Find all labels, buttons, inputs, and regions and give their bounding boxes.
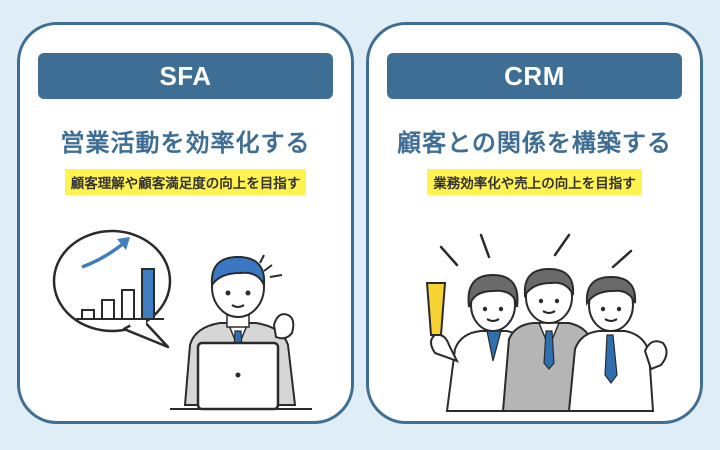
sfa-highlight-text: 顧客理解や顧客満足度の向上を目指す [64,169,307,195]
excitement-lines [439,233,633,269]
sfa-headline: 営業活動を効率化する [60,129,311,157]
crm-card: CRM 顧客との関係を構築する 業務効率化や売上の向上を目指す [366,22,703,424]
team-member-right [567,275,668,412]
laptop-icon [170,341,312,411]
crm-highlight-text: 業務効率化や売上の向上を目指す [427,169,642,195]
sfa-card: SFA 営業活動を効率化する 顧客理解や顧客満足度の向上を目指す [17,22,354,424]
growth-bar-chart [76,268,164,320]
chart-bar [81,309,95,320]
crm-headline: 顧客との関係を構築する [397,129,672,157]
crm-illustration [425,233,668,412]
chart-bar [101,299,115,320]
chart-bar [121,289,135,320]
megaphone-icon [425,282,447,336]
sfa-illustration [52,229,312,411]
chart-bar [141,268,155,320]
trend-arrow-icon [81,237,130,269]
sfa-title-banner: SFA [38,53,333,99]
crm-title-banner: CRM [387,53,682,99]
